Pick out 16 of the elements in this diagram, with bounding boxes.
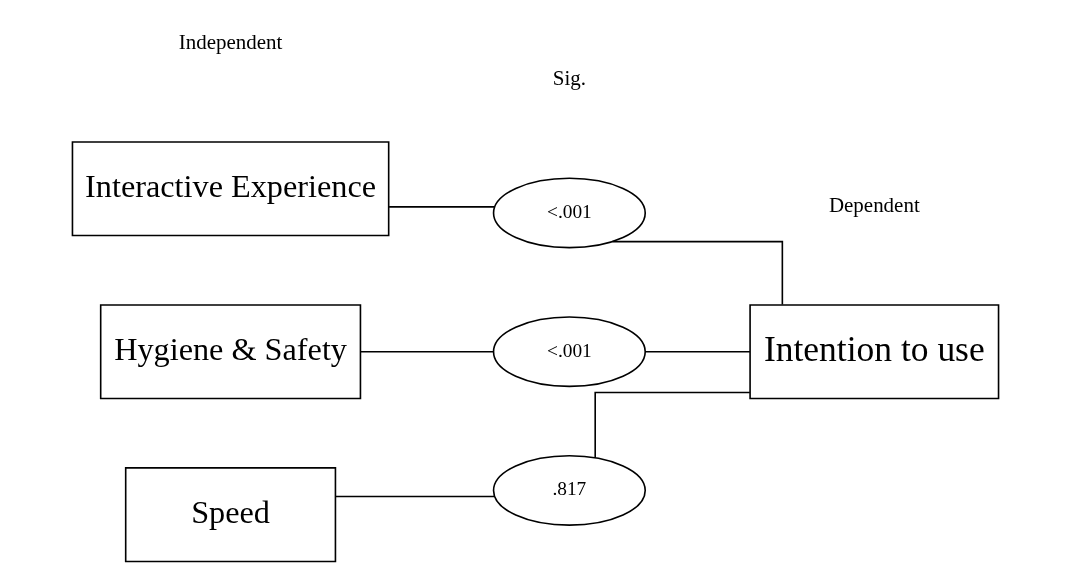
label: Sig.	[552, 65, 586, 90]
node-box: Hygiene & Safety	[99, 304, 361, 400]
label: Independent	[178, 30, 282, 55]
connector	[593, 391, 751, 459]
node-ellipse: <.001	[492, 316, 646, 388]
connector	[334, 495, 495, 498]
node-ellipse: <.001	[492, 177, 646, 249]
node-box: Speed	[124, 467, 336, 563]
node-ellipse: .817	[492, 455, 646, 526]
connector	[387, 206, 495, 208]
connector	[359, 350, 494, 353]
node-box: Interactive Experience	[71, 141, 389, 237]
node-box: Intention to use	[748, 304, 999, 400]
connector	[611, 240, 783, 306]
connector	[644, 350, 751, 353]
label: Dependent	[828, 193, 920, 218]
